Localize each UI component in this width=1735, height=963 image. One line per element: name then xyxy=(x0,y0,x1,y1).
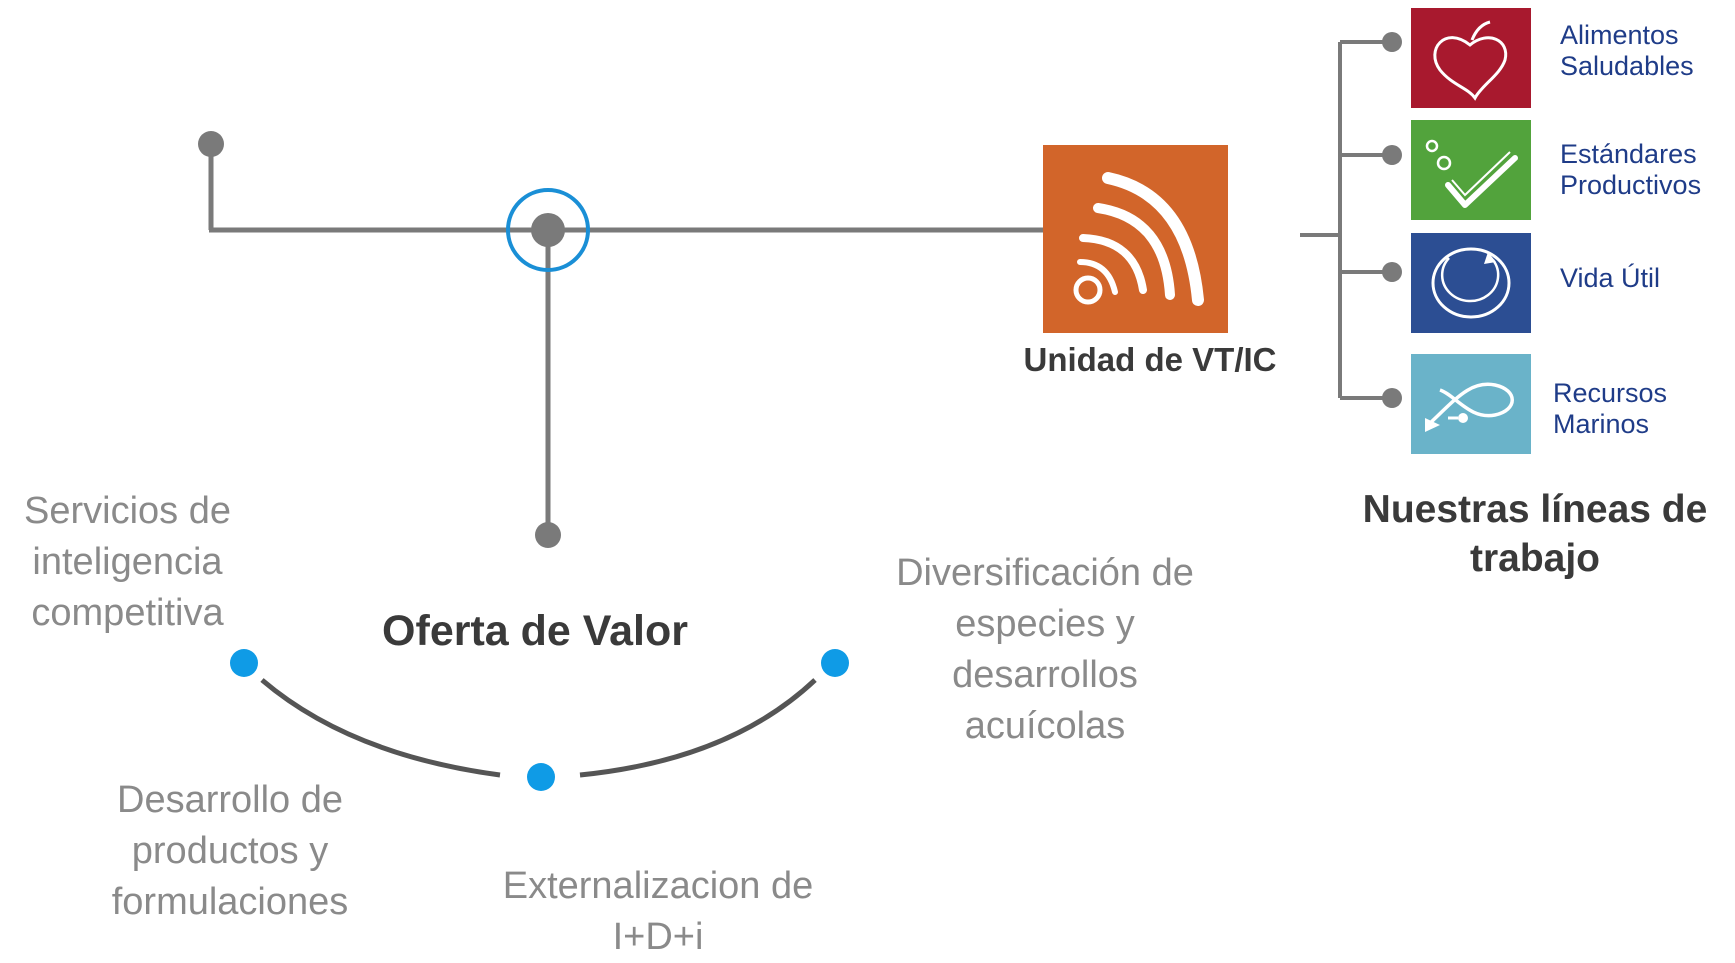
unit-icon xyxy=(1043,145,1228,333)
value-item-diversificacion: Diversificación de especies y desarrollo… xyxy=(896,552,1194,747)
value-item-desarrollo: Desarrollo de productos y formulaciones xyxy=(111,779,349,923)
work-lines-title: Nuestras líneas de trabajo xyxy=(1362,488,1708,580)
check-bubbles-icon xyxy=(1411,120,1531,220)
value-bullet-bottom xyxy=(527,763,555,791)
bracket-node xyxy=(1382,145,1402,165)
value-offer-title: Oferta de Valor xyxy=(382,607,688,655)
value-item-inteligencia: Servicios de inteligencia competitiva xyxy=(24,490,231,634)
work-line-recursos: Recursos Marinos xyxy=(1553,378,1668,439)
value-offer-arc xyxy=(260,678,817,778)
connector-lines xyxy=(208,144,1045,535)
work-line-alimentos: Alimentos Saludables xyxy=(1560,20,1694,81)
value-bullet-left xyxy=(230,649,258,677)
bracket-node xyxy=(1382,262,1402,282)
apple-heart-icon xyxy=(1411,8,1531,108)
work-lines-bracket xyxy=(1300,40,1392,400)
bottom-node xyxy=(535,522,561,548)
cycle-arrows-icon xyxy=(1411,233,1531,333)
top-left-node xyxy=(198,131,224,157)
center-node xyxy=(531,213,565,247)
value-bullet-right xyxy=(821,649,849,677)
bracket-node xyxy=(1382,32,1402,52)
value-item-externalizacion: Externalizacion de I+D+i xyxy=(502,865,814,958)
work-line-estandares: Estándares Productivos xyxy=(1560,139,1702,200)
fish-icon xyxy=(1411,354,1531,454)
work-line-vida-util: Vida Útil xyxy=(1560,263,1661,293)
unit-label: Unidad de VT/IC xyxy=(1023,341,1277,378)
highlight-ring xyxy=(506,188,590,272)
bracket-node xyxy=(1382,388,1402,408)
